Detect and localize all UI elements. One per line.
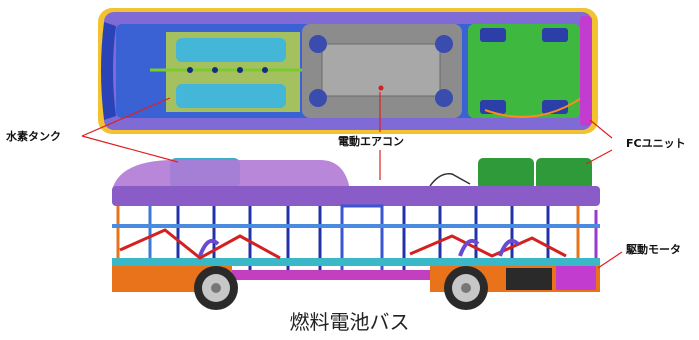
side-view-fc-unit-left bbox=[478, 158, 534, 190]
leader-hydrogen-tank-side bbox=[81, 135, 179, 163]
label-hydrogen-tank: 水素タンク bbox=[6, 130, 61, 143]
leader-drive-motor bbox=[597, 251, 623, 269]
bus-side-view bbox=[112, 158, 600, 310]
side-view-rear-wheel bbox=[444, 266, 488, 310]
ac-marker-dot bbox=[378, 85, 384, 91]
label-electric-ac: 電動エアコン bbox=[338, 135, 404, 148]
side-view-fc-unit-right bbox=[536, 158, 592, 190]
leader-fc-unit-top bbox=[589, 119, 613, 139]
side-view-lower-structure bbox=[112, 228, 600, 292]
top-view-hydrogen-tank-area bbox=[150, 32, 310, 112]
side-view-roof bbox=[112, 186, 600, 206]
callout-leaders bbox=[81, 92, 623, 269]
diagram-caption: 燃料電池バス bbox=[289, 310, 410, 334]
side-view-roof-fairing bbox=[112, 160, 350, 190]
top-view-fc-unit-area bbox=[468, 24, 591, 118]
side-view-front-wheel bbox=[194, 266, 238, 310]
top-view-ac-area bbox=[302, 24, 462, 118]
label-fc-unit: FCユニット bbox=[626, 137, 686, 150]
leader-hydrogen-tank-top bbox=[81, 97, 171, 137]
label-drive-motor: 駆動モータ bbox=[626, 244, 681, 255]
top-view-rear-end bbox=[580, 16, 592, 126]
top-view-front-nose bbox=[101, 22, 116, 120]
leader-fc-unit-side bbox=[585, 149, 613, 165]
bus-top-view bbox=[98, 8, 598, 134]
